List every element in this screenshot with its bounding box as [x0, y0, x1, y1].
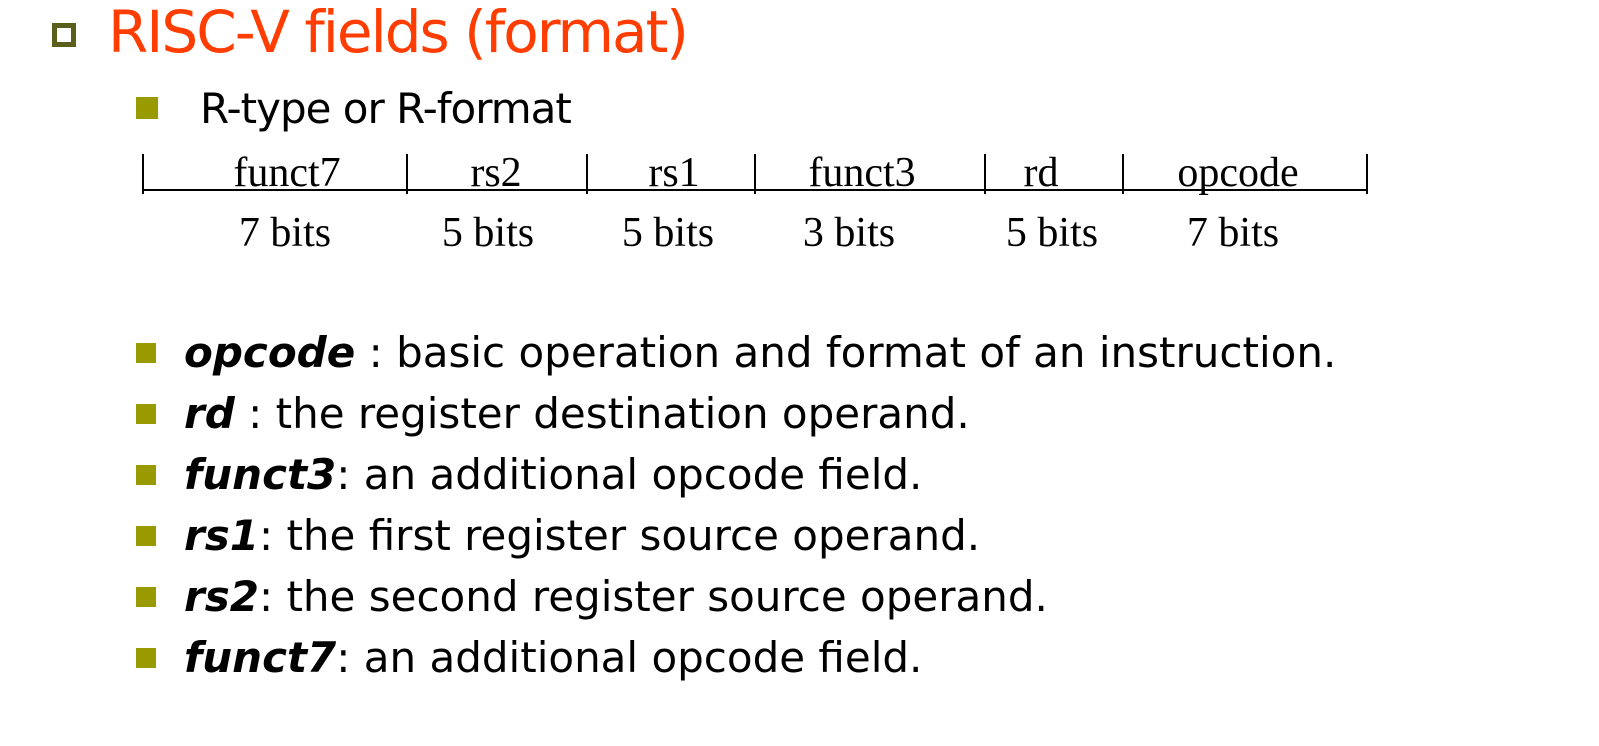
field-size: 5 bits: [1006, 210, 1098, 256]
field-term: rs2: [184, 572, 259, 621]
square-bullet-icon: [136, 342, 156, 363]
separator: :: [258, 572, 287, 621]
field-name-funct7: funct7: [233, 150, 340, 196]
field-name-rd: rd: [1024, 150, 1059, 196]
r-format-diagram: funct7 rs2 rs1 funct3 rd opcode 7 bits 5 bits 5…: [142, 150, 1368, 256]
list-item: rd : the register destination operand.: [136, 383, 1336, 444]
field-name-rs2: rs2: [470, 150, 521, 196]
square-bullet-icon: [136, 647, 156, 668]
square-bullet-icon: [136, 403, 156, 424]
field-term: funct3: [184, 450, 337, 499]
subtitle-row: R-type or R-format: [136, 80, 572, 136]
square-bullet-icon: [136, 464, 156, 485]
hollow-square-bullet-icon: [52, 23, 76, 47]
separator: :: [355, 328, 397, 377]
field-description: the register destination operand.: [275, 389, 970, 438]
field-name-opcode: opcode: [1177, 150, 1298, 196]
separator: :: [336, 633, 364, 682]
list-item: rs2: the second register source operand.: [136, 566, 1336, 627]
field-description: an additional opcode field.: [363, 450, 923, 499]
field-term: rd: [184, 389, 235, 438]
list-item: funct7: an additional opcode field.: [136, 627, 1336, 688]
separator: :: [258, 511, 287, 560]
field-definitions-list: opcode : basic operation and format of a…: [136, 322, 1336, 688]
field-description: basic operation and format of an instruc…: [396, 328, 1337, 377]
slide-title: RISC-V fields (format): [108, 0, 689, 66]
field-description: the first register source operand.: [286, 511, 981, 560]
list-item: opcode : basic operation and format of a…: [136, 322, 1336, 383]
field-size: 7 bits: [1187, 210, 1279, 256]
field-description: an additional opcode field.: [363, 633, 923, 682]
list-item: rs1: the first register source operand.: [136, 505, 1336, 566]
field-size: 5 bits: [622, 210, 714, 256]
separator: :: [234, 389, 276, 438]
field-term: opcode: [184, 328, 356, 377]
slide-title-row: RISC-V fields (format): [52, 0, 689, 72]
field-name-rs1: rs1: [648, 150, 699, 196]
square-bullet-icon: [136, 97, 158, 119]
list-item: funct3: an additional opcode field.: [136, 444, 1336, 505]
field-size: 3 bits: [803, 210, 895, 256]
square-bullet-icon: [136, 525, 156, 546]
field-term: funct7: [184, 633, 337, 682]
field-description: the second register source operand.: [286, 572, 1048, 621]
field-size: 7 bits: [239, 210, 331, 256]
field-name-funct3: funct3: [808, 150, 915, 196]
field-size: 5 bits: [442, 210, 534, 256]
field-term: rs1: [184, 511, 259, 560]
square-bullet-icon: [136, 586, 156, 607]
subtitle: R-type or R-format: [200, 83, 572, 133]
separator: :: [336, 450, 364, 499]
